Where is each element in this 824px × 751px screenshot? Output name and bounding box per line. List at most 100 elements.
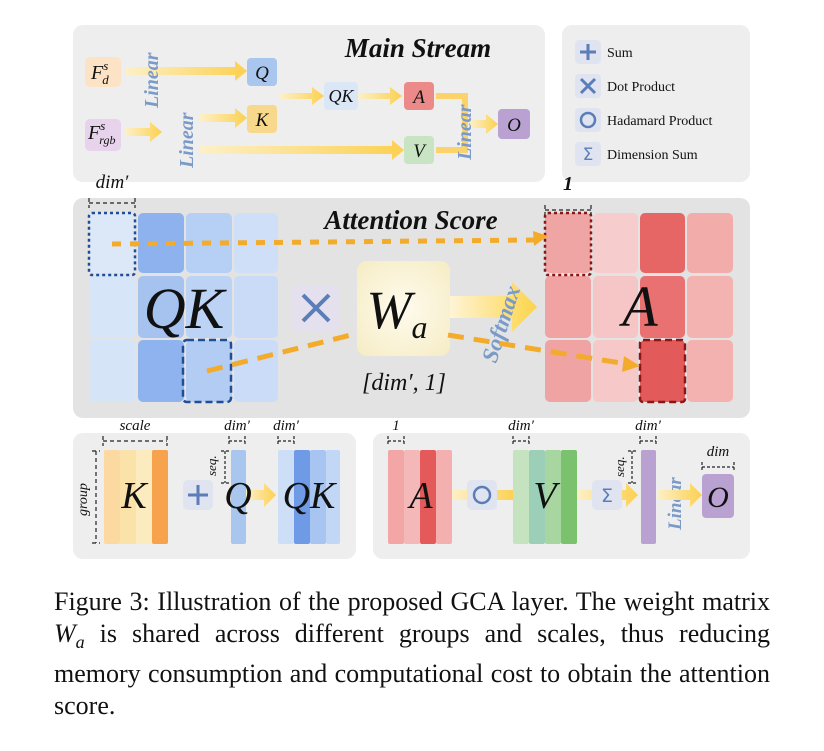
legend-hadamard-box <box>575 108 601 132</box>
circle-icon <box>472 485 492 505</box>
legend-dimsum-box <box>575 142 601 166</box>
br-a-stack <box>388 450 452 544</box>
legend-dot-label: Dot Product <box>607 80 675 95</box>
arrow-qk-to-a <box>358 87 402 105</box>
bl-k-label: K <box>120 475 148 517</box>
qk-box <box>324 82 358 110</box>
br-seq-bracket <box>628 450 636 484</box>
v-box <box>404 136 434 164</box>
arrow-fd-to-q <box>125 61 247 81</box>
caption-suffix: is shared across different groups and sc… <box>54 619 770 721</box>
attention-score-panel: Attention Score QK dim′ <box>73 172 750 418</box>
br-one-label: 1 <box>392 418 400 434</box>
bl-dim-bracket-1 <box>228 436 246 446</box>
arrow-linear-to-k <box>200 108 247 128</box>
plus-icon <box>580 44 596 60</box>
qk-highlight-cell-2 <box>181 338 233 404</box>
legend-background <box>562 25 750 182</box>
arrow-frgb-to-linear <box>125 122 162 142</box>
k-box <box>247 105 277 133</box>
sigma-icon: Σ <box>601 485 613 507</box>
v-label: V <box>413 141 427 162</box>
scale-bracket <box>102 436 168 446</box>
linear-label-3: Linear <box>454 104 476 161</box>
br-linear-label: Linear <box>665 477 686 531</box>
arrow-av-join <box>436 93 468 153</box>
caption-math: Wa <box>54 619 85 653</box>
sigma-icon: Σ <box>583 145 594 165</box>
q-box <box>247 58 277 86</box>
qk-label: QK <box>328 86 354 106</box>
times-icon <box>301 293 331 323</box>
bl-dim-label-1: dim′ <box>224 418 251 434</box>
k-label: K <box>255 110 270 131</box>
flow-arrowhead-bottom <box>622 356 640 372</box>
br-seq-label: seq. <box>612 456 627 477</box>
hadamard-operator-box <box>467 480 497 510</box>
br-o-box <box>702 474 734 518</box>
br-o-label: O <box>707 481 729 514</box>
br-v-stack <box>513 450 577 544</box>
o-box <box>498 109 530 139</box>
circle-icon <box>579 111 597 129</box>
legend-dimsum-label: Dimension Sum <box>607 148 698 163</box>
br-a-label: A <box>406 475 433 517</box>
bottom-right-panel: 1 A dim′ V Σ dim′ <box>373 418 750 559</box>
bl-qk-label: QK <box>283 475 337 517</box>
dim-label: dim′ <box>96 172 130 193</box>
arrow-linear-to-o <box>470 114 498 134</box>
arrow-linear-to-v <box>200 140 404 160</box>
a-matrix-label: A <box>618 274 658 339</box>
bl-dim-label-2: dim′ <box>273 418 300 434</box>
bl-dim-bracket-2 <box>277 436 295 446</box>
flow-arrow-bottom-right <box>447 332 628 367</box>
q-label: Q <box>255 63 269 84</box>
br-dim-label-2: dim′ <box>635 418 662 434</box>
legend-panel: Sum Dot Product Hadamard Product Σ Dimen… <box>562 25 750 182</box>
main-stream-title: Main Stream <box>344 33 491 63</box>
br-dim-bracket-2 <box>639 436 657 446</box>
one-bracket <box>544 205 592 215</box>
legend-sum-label: Sum <box>607 46 633 61</box>
linear-label-1: Linear <box>141 52 163 109</box>
wa-shape-label: [dim′, 1] <box>362 370 446 396</box>
feature-frgb-box <box>85 119 121 151</box>
a-label: A <box>411 87 425 108</box>
a-highlight-cell-2 <box>638 338 687 404</box>
qk-matrix-label: QK <box>144 276 228 341</box>
linear-label-2: Linear <box>176 112 198 169</box>
scale-label: scale <box>120 418 151 434</box>
bl-q-column <box>231 450 246 544</box>
arrow-qk-merge <box>280 87 324 105</box>
feature-fd-box <box>85 57 121 87</box>
o-label: O <box>507 115 521 136</box>
bl-arrow <box>246 483 276 507</box>
bl-q-label: Q <box>224 475 251 517</box>
flow-arrowhead-top <box>533 231 548 246</box>
a-box <box>404 82 434 110</box>
bl-seq-label: seq. <box>204 455 219 476</box>
br-sum-column <box>641 450 656 544</box>
br-one-bracket <box>387 436 405 446</box>
br-arrow-linear <box>657 483 702 507</box>
dim-bracket <box>88 198 136 208</box>
group-bracket <box>92 450 100 544</box>
wa-box <box>357 261 450 356</box>
bl-seq-bracket <box>221 450 229 484</box>
one-label: 1 <box>563 173 573 195</box>
legend-hadamard-label: Hadamard Product <box>607 114 712 129</box>
bl-qk-stack <box>278 450 340 544</box>
caption-prefix: Figure 3: Illustration of the proposed G… <box>54 587 770 616</box>
plus-icon <box>188 485 208 505</box>
br-v-label: V <box>533 475 560 517</box>
dimsum-operator-box <box>592 480 622 510</box>
bottom-left-panel: scale group K dim′ seq. Q dim′ <box>73 418 356 559</box>
times-icon <box>579 77 597 95</box>
br-dim-bracket-3 <box>701 462 735 472</box>
k-stack <box>104 450 168 544</box>
group-label: group <box>76 483 91 516</box>
